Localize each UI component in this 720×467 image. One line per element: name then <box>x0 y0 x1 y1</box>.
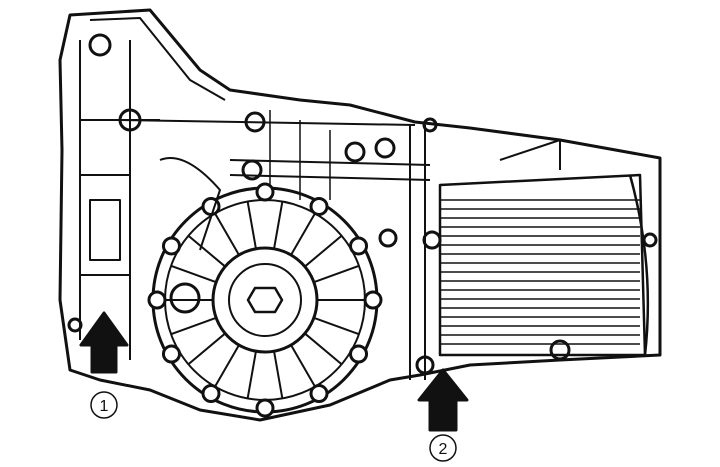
callout-2: 2 <box>429 434 457 462</box>
arrow-1 <box>79 311 129 374</box>
rib <box>273 351 284 399</box>
rib <box>187 332 226 366</box>
bolt <box>161 236 181 256</box>
rib <box>313 316 360 336</box>
rib <box>313 264 360 284</box>
rib <box>273 201 284 249</box>
rib <box>290 344 316 388</box>
bolt <box>349 344 369 364</box>
rib <box>170 264 217 284</box>
rib <box>214 344 240 388</box>
bolt <box>147 290 167 310</box>
rib <box>304 332 343 366</box>
rib <box>170 316 217 336</box>
bolt <box>255 182 275 202</box>
callout-2-label: 2 <box>439 441 448 458</box>
rib <box>304 234 343 268</box>
bolt <box>309 384 329 404</box>
rib <box>290 212 316 256</box>
rib <box>246 201 257 249</box>
finned-case <box>438 173 650 357</box>
rib <box>214 212 240 256</box>
housing-outline <box>58 8 662 422</box>
bolt <box>363 290 383 310</box>
bolt <box>309 196 329 216</box>
differential-cover <box>147 157 383 418</box>
bolt <box>255 398 275 418</box>
other-bolts <box>67 33 658 375</box>
bolt <box>201 384 221 404</box>
rib <box>246 351 257 399</box>
bolt <box>349 236 369 256</box>
callout-1-label: 1 <box>100 398 109 415</box>
rib <box>187 234 226 268</box>
callout-1: 1 <box>90 391 118 419</box>
arrow-2 <box>417 368 469 432</box>
bolt <box>161 344 181 364</box>
